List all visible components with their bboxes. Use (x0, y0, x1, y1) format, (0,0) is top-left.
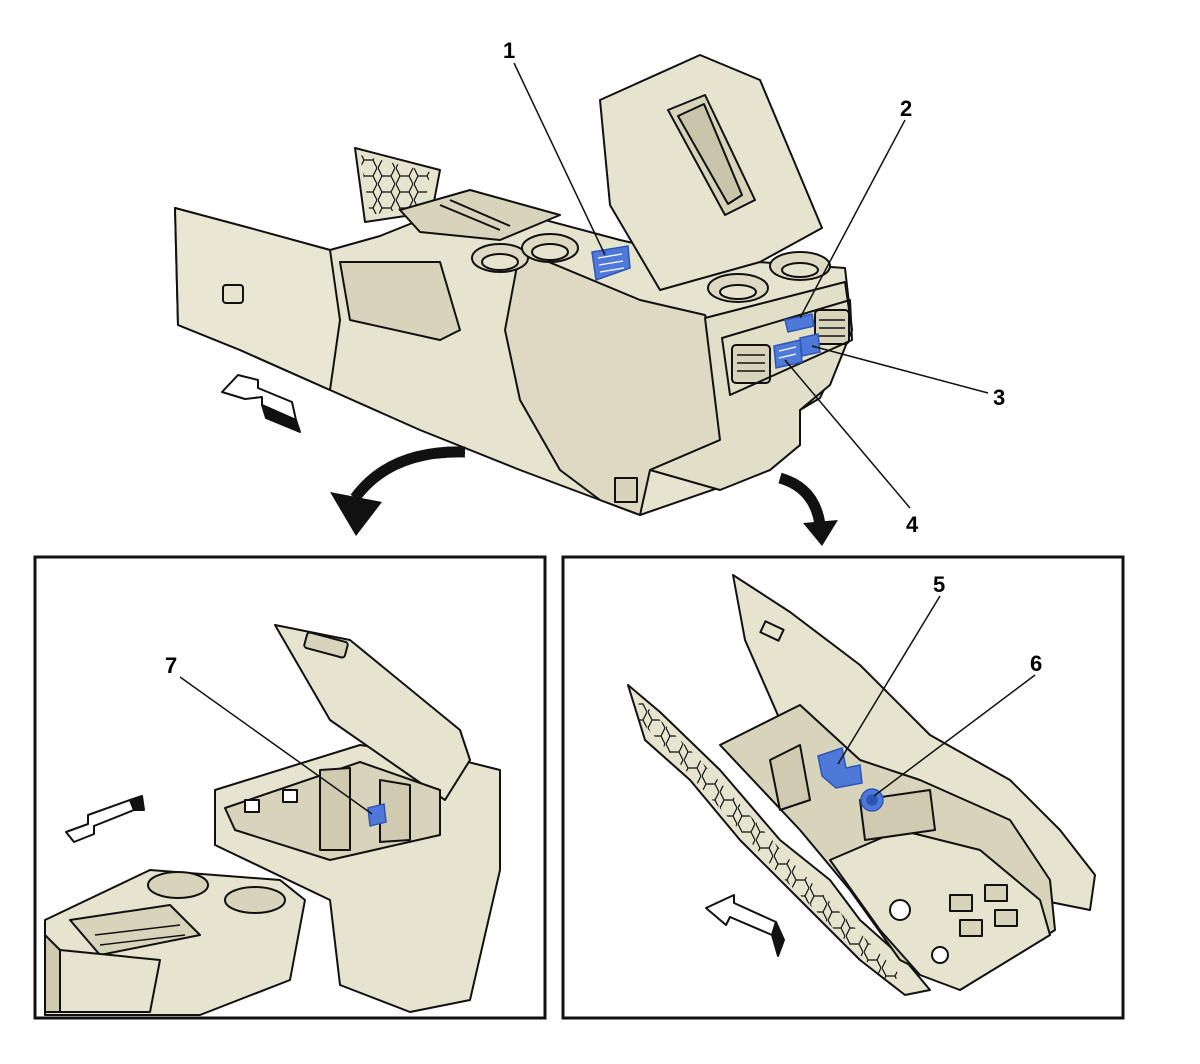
rear-component-2-highlight (784, 313, 815, 333)
callout-2: 2 (900, 96, 912, 121)
console-side-panel (174, 207, 341, 391)
direction-arrow-icon (221, 374, 301, 433)
direction-arrow-icon (705, 894, 785, 957)
detail-left-console (44, 624, 501, 1016)
callout-7: 7 (165, 653, 177, 678)
usb-module-1-highlight (591, 245, 631, 282)
callout-5: 5 (933, 572, 945, 597)
curved-view-arrow-icon (330, 446, 466, 536)
curved-view-arrow-icon (778, 472, 838, 546)
honeycomb-panel (627, 684, 931, 996)
rear-vent-left (731, 344, 771, 384)
leader-lines (179, 62, 1036, 815)
main-console-view (174, 54, 853, 516)
callout-1: 1 (503, 38, 515, 63)
detail-armrest-lid (274, 624, 471, 801)
callout-3: 3 (993, 385, 1005, 410)
console-rear-block (504, 249, 721, 516)
rear-component-4-highlight (773, 339, 803, 369)
callout-6: 6 (1030, 651, 1042, 676)
direction-arrow-icon (65, 795, 145, 843)
rear-vent-right (814, 309, 850, 345)
callout-4: 4 (906, 512, 919, 537)
component-7-highlight (367, 803, 387, 827)
detail-right-console (627, 574, 1096, 996)
component-6-highlight (860, 788, 884, 812)
rear-component-3-highlight (799, 333, 821, 357)
component-5-highlight (817, 747, 863, 789)
